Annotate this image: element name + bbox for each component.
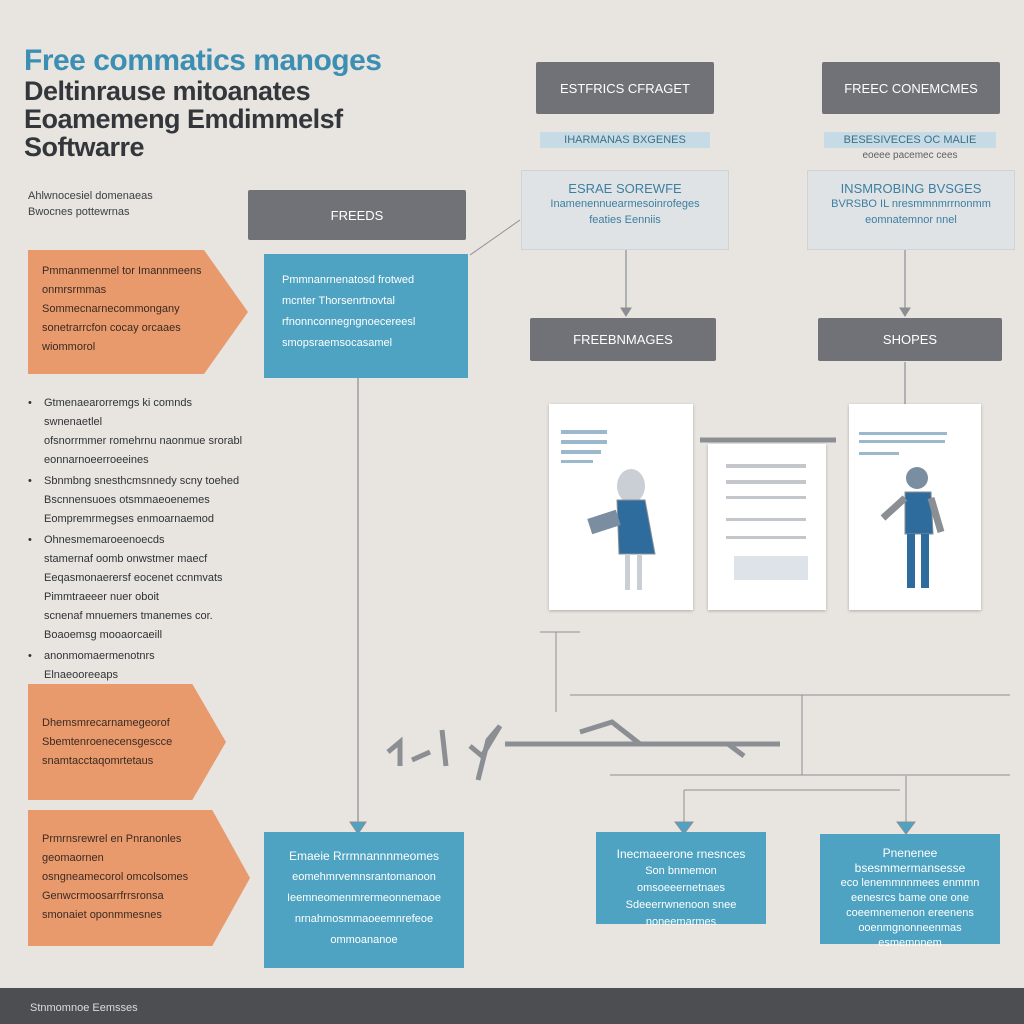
bullet-text: Eompremrmegses enmoarnaemod [44, 513, 214, 525]
bullet-text: Ohnesmemaroeenoecds [44, 534, 165, 546]
orange-arrow-box-3: Prmrnsrewrel en Pnranonles geomaornen os… [28, 810, 250, 946]
bullet-item: Sbnmbng snesthcmsnnedy scny toehed Bscnn… [28, 472, 243, 529]
col2-header: FREEC CONEMCMES [822, 62, 1000, 114]
teal-line: Pmmnanrnenatosd frotwed [282, 274, 415, 286]
teal-line: eco lenemmnnmees enmmn [840, 877, 980, 889]
col2-box-line: eomnatemnor nnel [865, 214, 957, 226]
orange-arrow-box-1: Pmmanmenmel tor Imannmeens onmrsrmmas So… [28, 250, 248, 374]
bullet-text: Sbnmbng snesthcmsnnedy scny toehed [44, 475, 240, 487]
col2-caption: BESESIVECES OC MALIE [824, 132, 996, 148]
page-title: Free commatics manoges [24, 44, 382, 77]
col1-box-line: Inamenennuearmesoinrofeges [550, 198, 700, 210]
freeds-label: FREEDS [248, 190, 466, 240]
bullet-list: Gtmenaearorremgs ki comnds swnenaetlel o… [28, 394, 243, 687]
teal-line: Inecmaeerone rnesnces [616, 847, 746, 861]
title-line-2: Deltinrause mitoanates [24, 76, 311, 106]
orange-line: smonaiet oponmmesnes [42, 909, 162, 921]
teal-line: Emaeie Rrrmnannnmeomes [288, 849, 440, 863]
col2-info-box: INSMROBING BVSGES BVRSBO IL nresmmnmrrno… [807, 170, 1015, 250]
col1-box-line: featies Eenniis [589, 214, 661, 226]
teal-line: Pnenenee bsesmmermansesse [854, 846, 966, 875]
teal-line: Son bnmemon omsoeeernetnaes [636, 865, 726, 894]
bullet-text: Bscnnensuoes otsmmaeoenemes [44, 494, 210, 506]
teal-line: rfnonnconnegngnoecereesl [282, 316, 416, 328]
bullet-text: Gtmenaearorremgs ki comnds swnenaetlel [44, 397, 192, 428]
col1-gray-label: FREEBNMAGES [530, 318, 716, 361]
col2-subcaption: eoeee pacemec cees [862, 150, 958, 161]
orange-line: Genwcrmoosarrfrrsronsa [42, 890, 164, 902]
orange-line: onmrsrmmas [42, 284, 107, 296]
teal-line: Ieemneomenmrermeonnemaoe [286, 892, 442, 904]
teal-line: noneemarmes [645, 916, 717, 928]
footer-bar: Stnmomnoe Eemsses [0, 988, 1024, 1024]
bullet-text: Boaoemsg mooaorcaeill [44, 629, 163, 641]
col1-info-box: ESRAE SOREWFE Inamenennuearmesoinrofeges… [521, 170, 729, 250]
document-illustration-woman [549, 404, 693, 610]
bullet-text: scnenaf mnuemers tmanemes cor. [44, 610, 213, 622]
bullet-item: Gtmenaearorremgs ki comnds swnenaetlel o… [28, 394, 243, 470]
orange-line: snamtacctaqomrtetaus [42, 755, 154, 767]
text-document-icon [726, 464, 808, 580]
bottom-teal-box-center: Emaeie Rrrmnannnmeomes eomehmrvemnsranto… [264, 832, 464, 968]
bullet-item: Ohnesmemaroeenoecds stamernaf oomb onwst… [28, 531, 243, 645]
orange-line: geomaornen [42, 852, 104, 864]
teal-line: Sdeeerrwnenoon snee [625, 899, 737, 911]
col1-header: ESTFRICS CFRAGET [536, 62, 714, 114]
bullet-text: Eeqasmonaerersf eocenet ccnmvats [44, 572, 223, 584]
teal-line: eomehmrvemnsrantomanoon [292, 871, 436, 883]
col2-box-title: INSMROBING BVSGES [840, 181, 982, 196]
man-figure-icon [859, 432, 947, 588]
title-line-3: Eoamemeng Emdimmelsf [24, 104, 343, 134]
orange-line: Sbemtenroenecensgescce [42, 736, 173, 748]
bottom-teal-box-right2: Pnenenee bsesmmermansesse eco lenemmnnme… [820, 834, 1000, 949]
teal-line: ommoananoe [330, 934, 398, 946]
orange-line: Dhemsmrecarnamegeorof [42, 717, 170, 729]
bullet-text: eonnarnoeerroeeines [44, 454, 149, 466]
teal-line: nrnahmosmmaoeemnrefeoe [294, 913, 434, 925]
intro-text: Ahlwnocesiel domenaeas Bwocnes pottewrna… [28, 188, 228, 220]
teal-line: eenesrcs bame one one [850, 892, 970, 904]
col2-gray-label: SHOPES [818, 318, 1002, 361]
intro-line: Ahlwnocesiel domenaeas [28, 190, 153, 202]
orange-line: sonetrarrcfon cocay orcaaes [42, 322, 181, 334]
bullet-text: anonmomaermenotnrs [44, 650, 155, 662]
orange-line: Sommecnarnecommongany [42, 303, 180, 315]
teal-line: smopsraemsocasamel [282, 337, 393, 349]
orange-line: wiommorol [42, 341, 96, 353]
bullet-text: Elnaeooreeaps [44, 669, 119, 681]
bullet-text: ofsnorrmmer romehrnu naonmue srorabl [44, 435, 243, 447]
bullet-item: anonmomaermenotnrs Elnaeooreeaps [28, 647, 243, 685]
footer-text: Stnmomnoe Eemsses [30, 1002, 138, 1014]
orange-line: Pmmanmenmel tor Imannmeens [42, 265, 202, 277]
woman-figure-icon [561, 430, 656, 590]
orange-arrow-box-2: Dhemsmrecarnamegeorof Sbemtenroenecensge… [28, 684, 226, 800]
title-line-4: Softwarre [24, 132, 145, 162]
main-teal-box: Pmmnanrnenatosd frotwed mcnter Thorsenrt… [264, 254, 468, 378]
bottom-teal-box-right1: Inecmaeerone rnesnces Son bnmemon omsoee… [596, 832, 766, 928]
bullet-text: stamernaf oomb onwstmer maecf [44, 553, 208, 565]
orange-line: Prmrnsrewrel en Pnranonles [42, 833, 182, 845]
bullet-text: Pimmtraeeer nuer oboit [44, 591, 159, 603]
teal-line: ooenmgnonneenmas [858, 922, 962, 934]
teal-line: esmemnnem [878, 937, 942, 949]
orange-line: osngneamecorol omcolsomes [42, 871, 189, 883]
col2-box-line: BVRSBO IL nresmmnmrrnonmm [831, 198, 991, 210]
col1-caption: IHARMANAS BXGENES [540, 132, 710, 148]
teal-line: coeemnemenon ereenens [846, 907, 974, 919]
teal-line: mcnter Thorsenrtnovtal [282, 295, 395, 307]
document-illustration-man [849, 404, 981, 610]
document-illustration-text [708, 444, 826, 610]
col1-box-title: ESRAE SOREWFE [568, 181, 682, 196]
intro-line: Bwocnes pottewrnas [28, 206, 130, 218]
